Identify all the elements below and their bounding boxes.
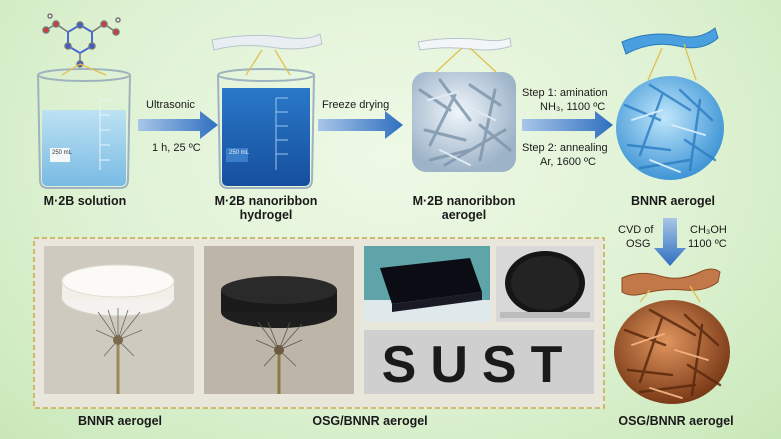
- label-photo-bnnr: BNNR aerogel: [77, 414, 163, 428]
- label-hydrogel-1: M·2B nanoribbon: [214, 194, 318, 208]
- arrow-amination-annealing: [522, 111, 613, 139]
- beaker-label-hydrogel: 250 mL: [229, 150, 250, 156]
- beaker-hydrogel: [217, 49, 315, 189]
- bnnr-aerogel-block: [616, 43, 724, 180]
- step-ultrasonic: Ultrasonic: [146, 99, 195, 111]
- step-amination-cond: NH₃, 1100 ºC: [540, 101, 606, 113]
- label-bnnr-aerogel: BNNR aerogel: [630, 194, 716, 208]
- photo-black-disc: [496, 246, 594, 322]
- photo-bnnr-dandelion: [44, 246, 194, 394]
- photo-osg-dandelion: [204, 246, 354, 394]
- arrow-ultrasonic: [138, 111, 218, 139]
- step-cvd-temp: 1100 ºC: [688, 238, 727, 250]
- label-m2b-solution: M·2B solution: [43, 194, 127, 208]
- step-freeze-drying: Freeze drying: [322, 99, 390, 111]
- label-hydrogel-2: hydrogel: [239, 208, 293, 222]
- beaker-label-solution: 250 mL: [52, 150, 73, 156]
- step-annealing: Step 2: annealing: [522, 142, 608, 154]
- label-photo-osg: OSG/BNNR aerogel: [312, 414, 428, 428]
- step-annealing-cond: Ar, 1600 ºC: [540, 156, 596, 168]
- label-aerogel-1: M·2B nanoribbon: [412, 194, 516, 208]
- m2b-aerogel-block: [412, 47, 516, 172]
- step-cvd-gas: CH₃OH: [690, 224, 727, 236]
- photo-sust-letters: SUST: [364, 330, 594, 394]
- step-ultrasonic-cond: 1 h, 25 ºC: [152, 142, 201, 154]
- ribbon-grey-icon: [211, 33, 323, 51]
- arrow-freeze-drying: [318, 111, 403, 139]
- sust-text: SUST: [382, 336, 577, 394]
- ribbon-brown-icon: [621, 268, 721, 296]
- osg-bnnr-aerogel-block: [614, 285, 730, 404]
- label-osg-bnnr-aerogel: OSG/BNNR aerogel: [618, 414, 734, 428]
- step-amination: Step 1: amination: [522, 87, 608, 99]
- label-aerogel-2: aerogel: [441, 208, 487, 222]
- step-cvd-1: CVD of: [618, 224, 654, 236]
- step-cvd-2: OSG: [626, 238, 651, 250]
- arrow-cvd: [654, 218, 686, 266]
- molecule-icon: [42, 13, 121, 68]
- ribbon-blue-icon: [621, 27, 719, 55]
- ribbon-light-icon: [417, 37, 512, 51]
- photo-black-block: [364, 246, 490, 322]
- beaker-solution: [37, 63, 131, 189]
